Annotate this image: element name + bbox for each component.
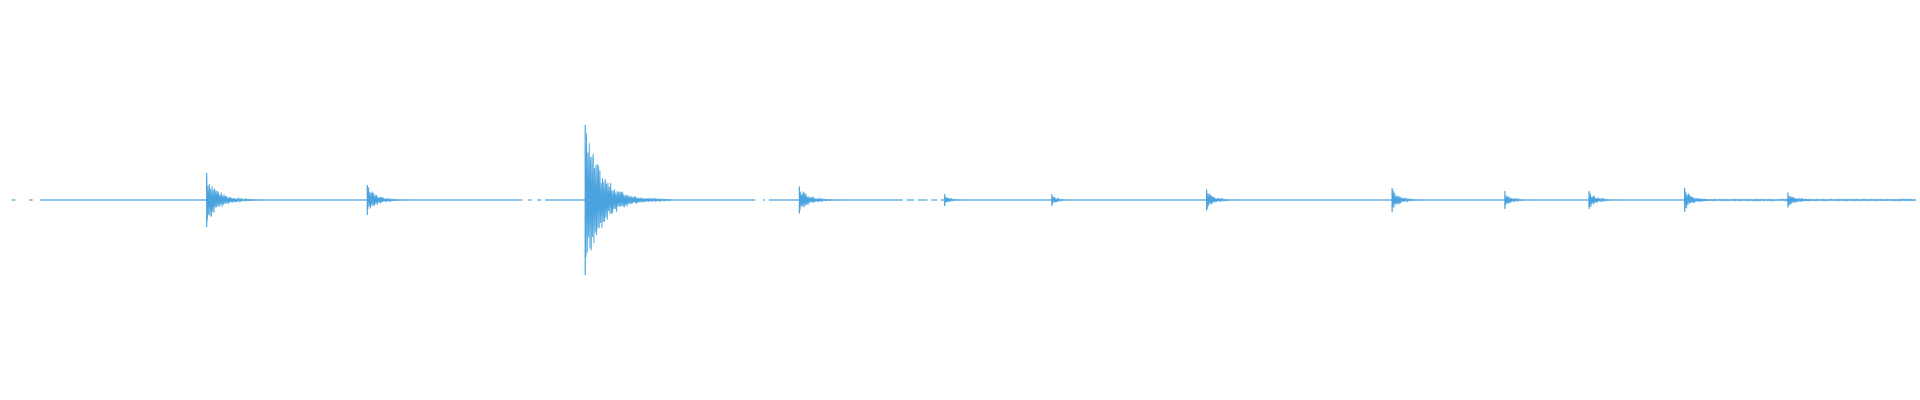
- waveform-transient-body: [584, 133, 672, 258]
- waveform-tail-noise: [1686, 198, 1917, 202]
- waveform-transient: [798, 186, 846, 214]
- waveform-transients: [11, 125, 1917, 275]
- waveform-transient-body: [1206, 190, 1242, 209]
- waveform-transient: [1391, 188, 1427, 212]
- waveform-transient-body: [366, 186, 414, 210]
- waveform-transient-body: [798, 189, 846, 211]
- waveform-transient-body: [1051, 196, 1075, 205]
- waveform-transient-body: [1504, 194, 1534, 206]
- waveform-transient: [584, 125, 672, 275]
- waveform-transient-body: [1588, 191, 1624, 208]
- waveform-transient: [1588, 191, 1624, 209]
- waveform-transient: [944, 194, 968, 206]
- waveform-transient: [1504, 191, 1534, 209]
- waveform-transient: [366, 185, 414, 215]
- waveform-transient: [1051, 194, 1075, 206]
- waveform-transient-body: [1391, 188, 1427, 208]
- waveform-transient: [1205, 189, 1242, 211]
- waveform-transient-body: [206, 179, 265, 221]
- waveform-transient-body: [944, 195, 968, 204]
- waveform-transient: [206, 173, 265, 227]
